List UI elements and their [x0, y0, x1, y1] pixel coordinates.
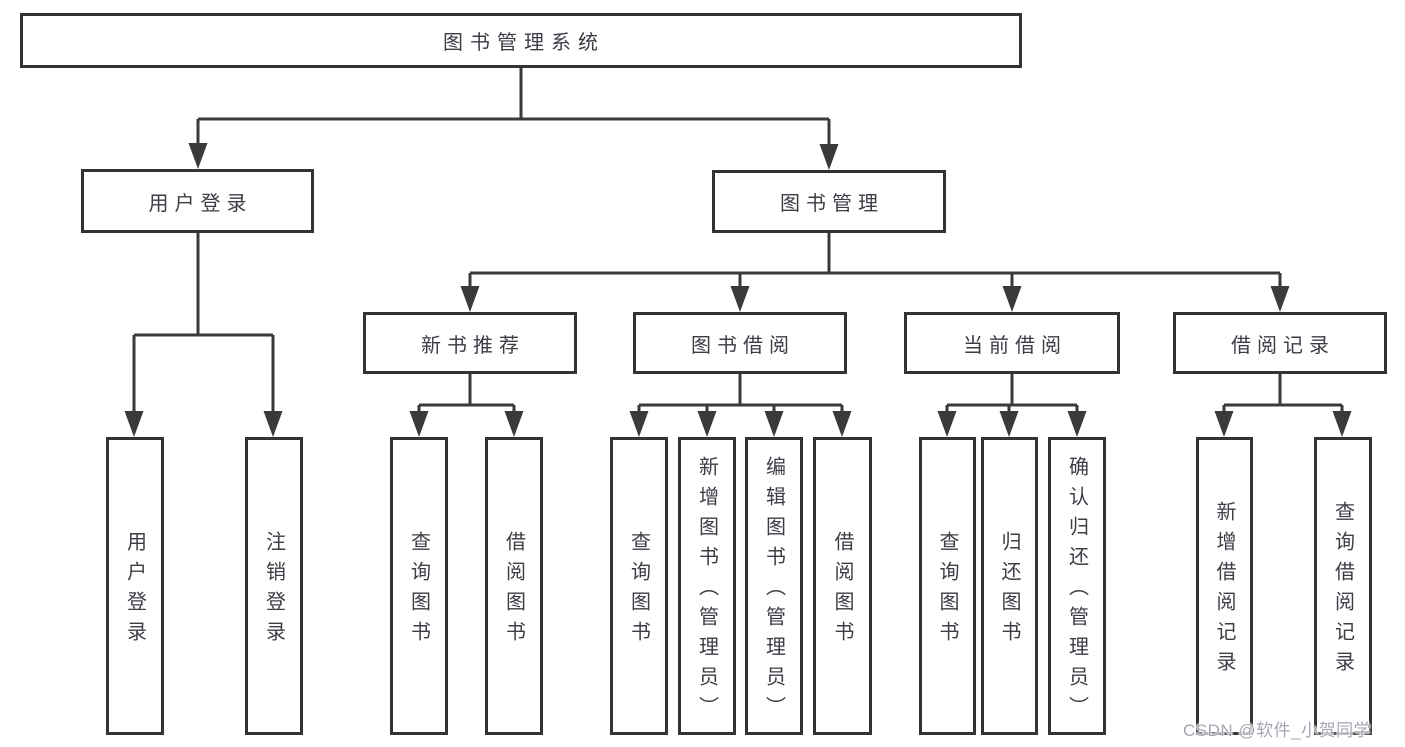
- arrow-down-icon: [460, 286, 480, 312]
- node-leaf-return-books: 归还图书: [981, 437, 1038, 735]
- arrow-down-icon: [1002, 286, 1022, 312]
- node-leaf-borrow-books: 借阅图书: [813, 437, 872, 735]
- node-leaf-logout: 注销登录: [245, 437, 303, 735]
- node-borrowing-records: 借阅记录: [1173, 312, 1387, 374]
- arrow-down-icon: [1270, 286, 1290, 312]
- arrow-down-icon: [937, 411, 957, 437]
- arrow-down-icon: [819, 144, 839, 170]
- node-book-management: 图书管理: [712, 170, 946, 233]
- node-leaf-edit-books-admin: 编辑图书（管理员）: [745, 437, 803, 735]
- arrow-down-icon: [730, 286, 750, 312]
- arrow-down-icon: [832, 411, 852, 437]
- node-leaf-confirm-return-admin: 确认归还（管理员）: [1048, 437, 1106, 735]
- watermark: CSDN @软件_小贺同学: [1183, 721, 1372, 740]
- arrow-down-icon: [1332, 411, 1352, 437]
- arrow-down-icon: [504, 411, 524, 437]
- node-leaf-add-borrow-record: 新增借阅记录: [1196, 437, 1253, 735]
- arrow-down-icon: [697, 411, 717, 437]
- arrow-down-icon: [124, 411, 144, 437]
- node-leaf-query-books-recommend: 查询图书: [390, 437, 448, 735]
- arrow-down-icon: [764, 411, 784, 437]
- node-book-borrowing: 图书借阅: [633, 312, 847, 374]
- arrow-down-icon: [263, 411, 283, 437]
- node-current-borrowing: 当前借阅: [904, 312, 1120, 374]
- arrow-down-icon: [999, 411, 1019, 437]
- arrow-down-icon: [629, 411, 649, 437]
- node-new-book-recommendation: 新书推荐: [363, 312, 577, 374]
- arrow-down-icon: [1214, 411, 1234, 437]
- arrow-down-icon: [409, 411, 429, 437]
- node-leaf-query-borrow-record: 查询借阅记录: [1314, 437, 1372, 735]
- node-leaf-user-login: 用户登录: [106, 437, 164, 735]
- node-user-login: 用户登录: [81, 169, 314, 233]
- arrow-down-icon: [188, 143, 208, 169]
- node-leaf-query-books-current: 查询图书: [919, 437, 976, 735]
- arrow-down-icon: [1067, 411, 1087, 437]
- node-leaf-query-books-borrow: 查询图书: [610, 437, 668, 735]
- node-leaf-borrow-books-recommend: 借阅图书: [485, 437, 543, 735]
- node-root-library-system: 图书管理系统: [20, 13, 1022, 68]
- node-leaf-add-books-admin: 新增图书（管理员）: [678, 437, 736, 735]
